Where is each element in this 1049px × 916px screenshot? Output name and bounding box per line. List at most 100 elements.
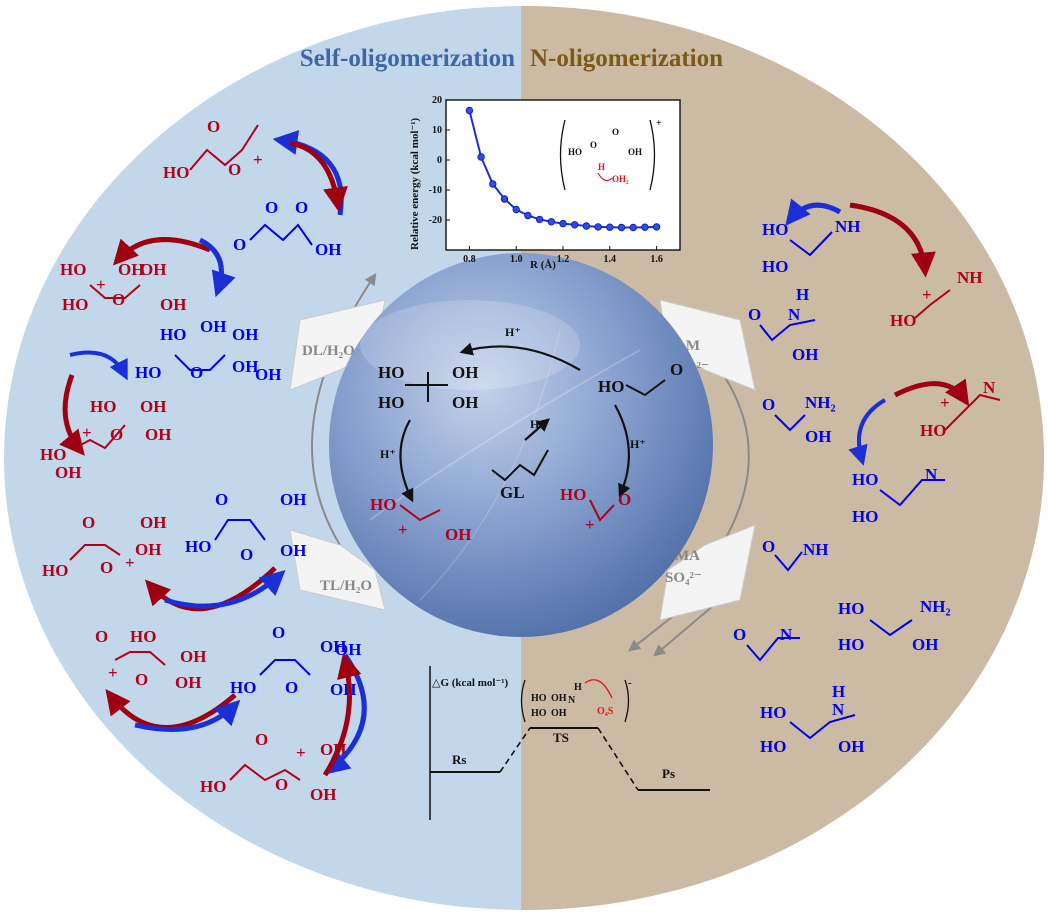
svg-text:+: +	[296, 743, 306, 762]
svg-text:OH: OH	[320, 637, 346, 656]
svg-text:+: +	[108, 663, 118, 682]
svg-text:OH: OH	[280, 490, 306, 509]
arrow-left	[399, 419, 414, 503]
svg-text:HO: HO	[762, 257, 788, 276]
molecule-glycol: HO OH HO OH	[378, 363, 478, 412]
right-molecule-6: HO N HO	[852, 465, 945, 526]
chart-point	[489, 180, 497, 188]
svg-text:O: O	[272, 623, 285, 642]
svg-text:NH: NH	[803, 540, 829, 559]
arrow-right	[614, 404, 631, 498]
svg-text:N: N	[780, 625, 793, 644]
svg-text:O: O	[265, 198, 278, 217]
right-molecules: HO NH HO NH HO + H O N OH N HO + O NH₂ O…	[733, 217, 1001, 756]
side-arrow-ma: MA SO₄²⁻	[659, 524, 756, 621]
svg-text:OH: OH	[160, 295, 186, 314]
molecule-product-right: HO O +	[560, 485, 631, 534]
molecule-product-left: HO OH +	[370, 495, 471, 544]
svg-text:HO: HO	[378, 363, 404, 382]
chart-ytick-label: 10	[432, 125, 442, 136]
chart-point	[582, 222, 591, 230]
svg-text:O: O	[295, 198, 308, 217]
right-molecule-2: NH HO +	[890, 268, 983, 330]
chart-xlabel: R (Å)	[530, 259, 556, 271]
svg-text:O: O	[275, 775, 288, 794]
chart-point	[477, 153, 485, 161]
label-ts: TS	[553, 730, 569, 745]
ts-structure: HO HO OH OH H N O₄S -	[520, 677, 632, 723]
fe-ylabel: △G (kcal mol⁻¹)	[432, 677, 509, 689]
chart-point	[629, 223, 637, 232]
svg-text:HO: HO	[130, 627, 156, 646]
chart-ytick-label: 20	[432, 95, 442, 106]
svg-text:N: N	[788, 305, 801, 324]
svg-text:H: H	[598, 162, 605, 172]
svg-text:HO: HO	[200, 777, 226, 796]
chart-point	[594, 223, 602, 231]
svg-text:HO: HO	[760, 737, 786, 756]
svg-text:N: N	[925, 465, 938, 484]
chart-marks	[465, 106, 661, 232]
label-rs: Rs	[452, 752, 466, 767]
chart-point	[652, 223, 661, 231]
label-ps: Ps	[662, 766, 675, 781]
svg-text:OH: OH	[838, 737, 864, 756]
svg-text:HO: HO	[62, 295, 88, 314]
svg-text:HO: HO	[185, 537, 211, 556]
svg-text:OH: OH	[551, 693, 567, 704]
svg-text:O: O	[112, 290, 125, 309]
svg-text:HO: HO	[920, 421, 946, 440]
chart-point	[547, 218, 555, 226]
svg-text:O: O	[82, 513, 95, 532]
svg-text:O: O	[233, 235, 246, 254]
svg-text:HO: HO	[762, 220, 788, 239]
svg-text:OH: OH	[330, 680, 356, 699]
svg-text:O: O	[733, 625, 746, 644]
svg-text:+: +	[82, 423, 92, 442]
svg-text:NH: NH	[835, 217, 861, 236]
chart-xtick-label: 1.6	[650, 254, 663, 265]
svg-text:O: O	[100, 558, 113, 577]
svg-text:MA: MA	[675, 548, 700, 564]
svg-text:OH: OH	[310, 785, 336, 804]
left-molecule-7: O OH HO O OH	[185, 490, 306, 564]
svg-text:O: O	[762, 537, 775, 556]
svg-text:OH: OH	[255, 365, 281, 384]
svg-text:OH: OH	[805, 427, 831, 446]
svg-text:HO: HO	[90, 397, 116, 416]
svg-text:H: H	[796, 285, 809, 304]
grey-arrow-ma-2	[653, 599, 721, 657]
svg-text:OH: OH	[628, 147, 642, 157]
left-molecule-6: O OH HO O OH +	[42, 513, 166, 580]
svg-text:OH: OH	[452, 393, 478, 412]
central-sphere: HO OH HO OH HO O GL H⁺ H⁺ H⁺ H⁺ HO OH	[329, 253, 713, 637]
chart-point	[535, 215, 544, 224]
side-arrow-dl: DL/H₂O	[289, 299, 386, 391]
svg-text:HO: HO	[60, 260, 86, 279]
right-molecule-3: H O N OH	[748, 285, 818, 364]
svg-text:OH: OH	[180, 647, 206, 666]
svg-text:+: +	[585, 515, 595, 534]
svg-text:OH: OH	[140, 260, 166, 279]
chart-inset: HO O OH O H OH₂ +	[559, 118, 662, 191]
svg-text:HO: HO	[230, 678, 256, 697]
svg-text:O: O	[135, 670, 148, 689]
svg-text:+: +	[96, 275, 106, 294]
title-self-oligomerization: Self-oligomerization	[300, 45, 515, 72]
svg-text:OH: OH	[232, 325, 258, 344]
h-plus-right: H⁺	[630, 437, 646, 451]
arrow-center	[524, 418, 550, 441]
svg-text:O: O	[670, 360, 683, 379]
svg-text:+: +	[940, 393, 950, 412]
svg-text:HO: HO	[560, 485, 586, 504]
svg-text:NH₂: NH₂	[920, 597, 951, 616]
svg-text:N: N	[568, 695, 576, 706]
chart-ylabel: Relative energy (kcal mol⁻¹)	[409, 117, 421, 250]
svg-text:OH: OH	[140, 397, 166, 416]
chart-point	[617, 223, 626, 232]
right-curved-arrows	[785, 198, 970, 466]
svg-text:O: O	[255, 730, 268, 749]
svg-text:OH: OH	[452, 363, 478, 382]
